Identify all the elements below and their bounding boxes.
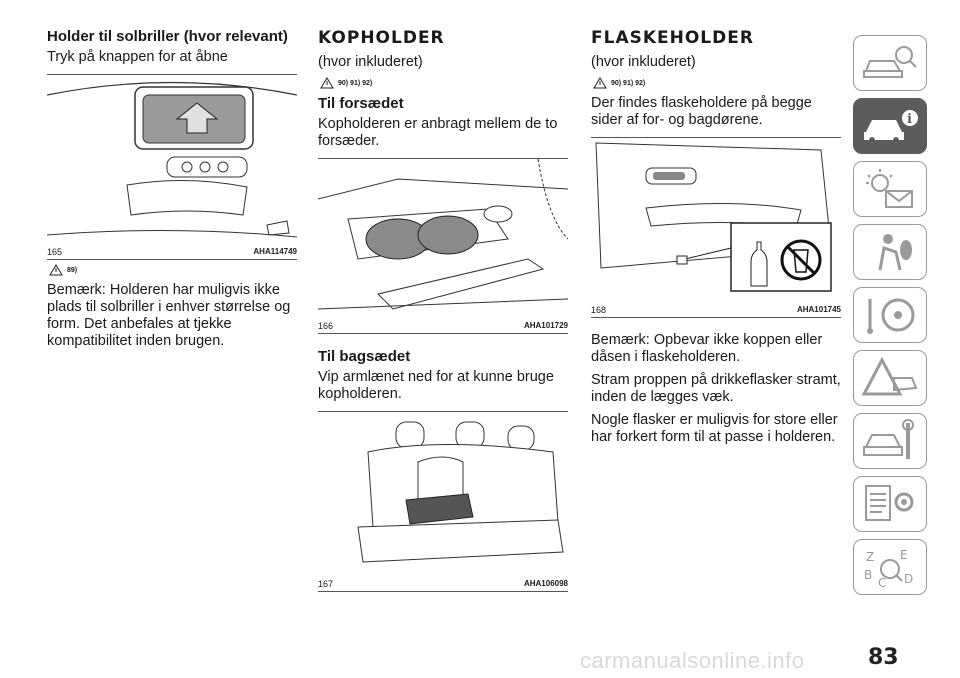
svg-text:B: B [864, 568, 872, 582]
sunglasses-holder-instruction: Tryk på knappen for at åbne [47, 49, 228, 65]
svg-text:C: C [878, 576, 886, 589]
tab-safety[interactable] [853, 224, 927, 280]
figure-code: AHA106098 [523, 579, 568, 588]
cup-holder-heading: KOPHOLDER [318, 28, 445, 48]
front-seat-title: Til forsædet [318, 95, 404, 112]
warning-light-envelope-icon [866, 169, 913, 208]
rear-cup-holder-illustration [357, 421, 564, 563]
tab-index[interactable]: Z E B C D [853, 539, 927, 595]
figure-168: 168 AHA101745 [591, 137, 841, 318]
rear-seat-body: Vip armlænet ned for at kunne bruge koph… [318, 369, 554, 402]
figure-code: AHA101745 [796, 305, 841, 314]
specs-gear-icon [865, 485, 914, 521]
column-bottle-holder: FLASKEHOLDER (hvor inkluderet) 90) 91) 9… [591, 28, 841, 452]
sunglasses-holder-note: Bemærk: Holderen har muligvis ikke plads… [47, 282, 291, 349]
door-bottle-holder-illustration [595, 142, 832, 292]
rear-seat-title: Til bagsædet [318, 348, 411, 365]
warning-triangle-icon [593, 77, 607, 89]
alphabet-index-icon: Z E B C D [864, 548, 913, 589]
front-seat-body: Kopholderen er anbragt mellem de to fors… [318, 116, 558, 149]
figure-code: AHA101729 [523, 321, 568, 330]
svg-text:E: E [900, 548, 908, 562]
car-wrench-icon [863, 419, 914, 459]
figure-number: 166 [318, 321, 334, 331]
warning-reference: 90) 91) 92) [593, 77, 841, 89]
cup-holder-subtitle: (hvor inkluderet) [318, 54, 423, 70]
sunglasses-holder-illustration [47, 81, 297, 238]
bottle-holder-note-1: Bemærk: Opbevar ikke koppen eller dåsen … [591, 332, 823, 365]
warning-triangle-icon [320, 77, 334, 89]
bottle-holder-body: Der findes flaskeholdere på begge sider … [591, 95, 812, 128]
svg-text:D: D [904, 572, 913, 586]
column-cup-holder: KOPHOLDER (hvor inkluderet) 90) 91) 92) … [318, 28, 568, 596]
tab-car-overview[interactable] [853, 35, 927, 91]
breakdown-triangle-icon [861, 356, 918, 396]
bottle-holder-note-2: Stram proppen på drikkeflasker stramt, i… [591, 372, 841, 405]
figure-165: 165 AHA114749 [47, 74, 297, 260]
warning-reference: 89) [49, 264, 297, 276]
column-sunglasses-holder: Holder til solbriller (hvor relevant) Tr… [47, 28, 297, 356]
tab-maintenance[interactable] [853, 413, 927, 469]
bottle-holder-heading: FLASKEHOLDER [591, 28, 754, 48]
steering-wheel-key-icon [867, 298, 915, 334]
svg-text:Z: Z [866, 550, 874, 564]
tab-starting-driving[interactable] [853, 287, 927, 343]
car-magnifier-icon [863, 46, 917, 78]
tab-emergency[interactable] [853, 350, 927, 406]
figure-number: 167 [318, 579, 334, 589]
sunglasses-holder-title: Holder til solbriller (hvor relevant) [47, 28, 288, 45]
figure-167: 167 AHA106098 [318, 411, 568, 592]
bottle-holder-subtitle: (hvor inkluderet) [591, 54, 696, 70]
tab-warning-lights[interactable] [853, 161, 927, 217]
page-number: 83 [868, 645, 899, 670]
figure-code: AHA114749 [253, 247, 297, 256]
figure-166: 166 AHA101729 [318, 158, 568, 334]
watermark: carmanualsonline.info [580, 648, 805, 673]
bottle-holder-note-3: Nogle flasker er muligvis for store elle… [591, 412, 838, 445]
car-info-icon: i [864, 110, 918, 143]
front-cup-holder-illustration [318, 159, 568, 310]
figure-number: 165 [47, 247, 63, 257]
svg-text:i: i [907, 112, 912, 127]
tab-car-info[interactable]: i [853, 98, 927, 154]
tab-technical-data[interactable] [853, 476, 927, 532]
warning-reference: 90) 91) 92) [320, 77, 568, 89]
chapter-tabs-sidebar: i [853, 35, 927, 602]
figure-number: 168 [591, 305, 607, 315]
airbag-person-icon [878, 234, 912, 271]
warning-triangle-icon [49, 264, 63, 276]
